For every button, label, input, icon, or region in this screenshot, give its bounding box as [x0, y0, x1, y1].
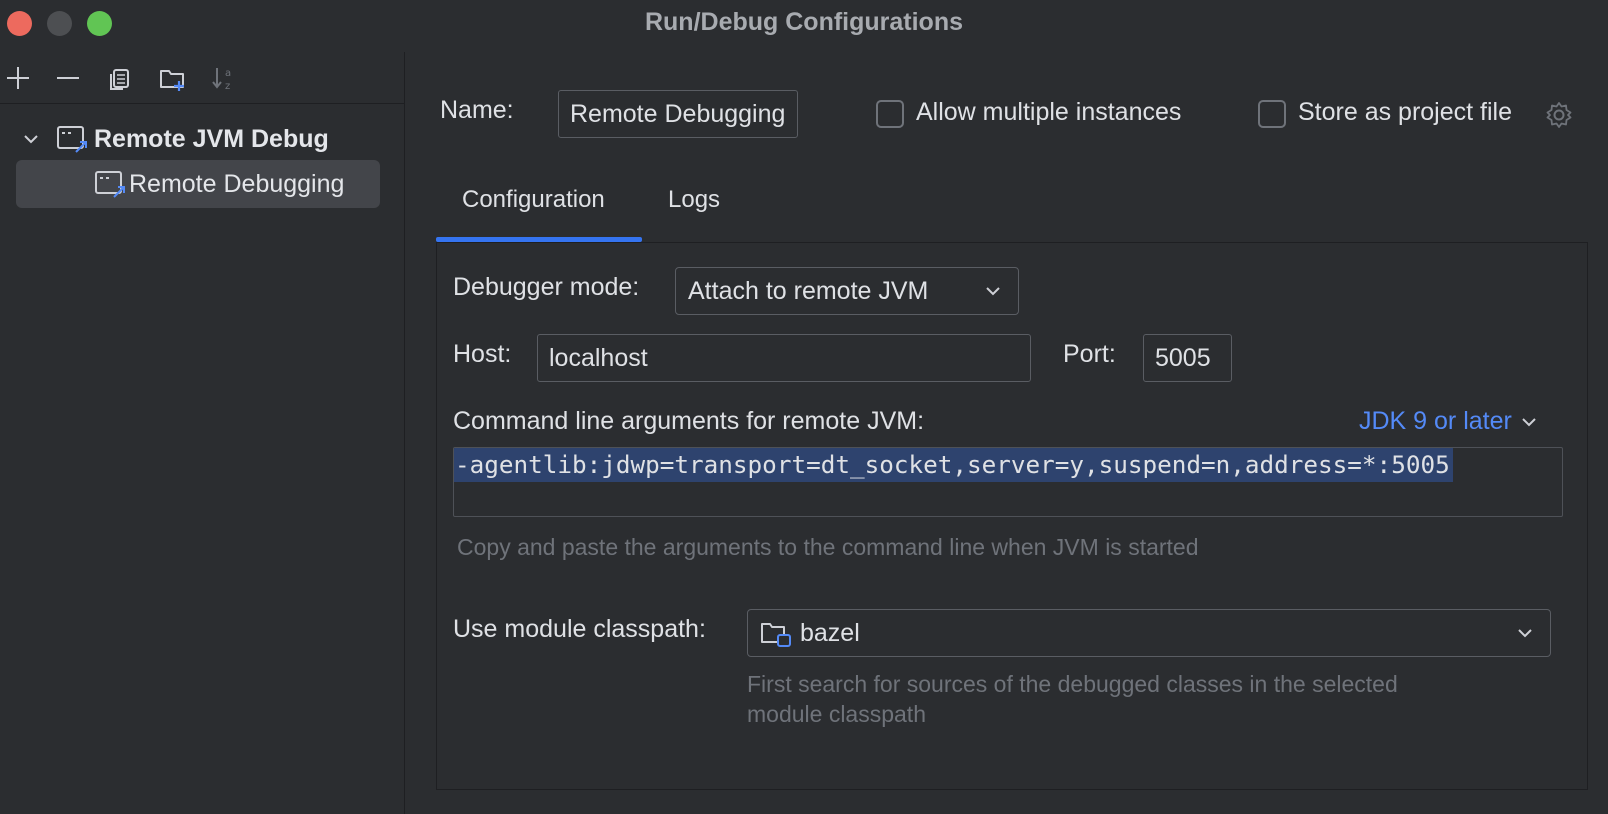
config-editor: Name: Remote Debugging Allow multiple in…: [406, 52, 1608, 814]
svg-text:a: a: [225, 68, 231, 79]
classpath-label: Use module classpath:: [453, 615, 706, 643]
tree-item-remote-debugging[interactable]: Remote Debugging: [16, 160, 380, 208]
chevron-down-icon[interactable]: [18, 126, 44, 152]
active-tab-indicator: [436, 237, 642, 242]
minus-icon[interactable]: [52, 62, 84, 94]
new-folder-icon[interactable]: [156, 62, 188, 94]
classpath-hint-line1: First search for sources of the debugged…: [747, 671, 1398, 697]
tab-logs[interactable]: Logs: [668, 186, 721, 213]
jdk-version-value: JDK 9 or later: [1359, 407, 1512, 435]
gear-icon[interactable]: [1544, 100, 1574, 130]
debugger-mode-dropdown[interactable]: Attach to remote JVM: [675, 267, 1019, 315]
tab-configuration[interactable]: Configuration: [462, 186, 605, 213]
remote-debug-config-icon: [94, 169, 128, 199]
debugger-mode-label: Debugger mode:: [453, 273, 640, 301]
tree-group-remote-jvm-debug[interactable]: Remote JVM Debug: [18, 116, 329, 162]
chevron-down-icon: [986, 287, 1000, 296]
maximize-window-button[interactable]: [87, 11, 112, 36]
allow-multiple-instances-label: Allow multiple instances: [916, 98, 1182, 126]
store-as-project-file-checkbox[interactable]: [1258, 100, 1286, 128]
close-window-button[interactable]: [7, 11, 32, 36]
classpath-hint-line2: module classpath: [747, 701, 926, 727]
title-bar: Run/Debug Configurations: [0, 0, 1608, 50]
jdk-version-dropdown[interactable]: JDK 9 or later: [1359, 407, 1540, 436]
module-classpath-dropdown[interactable]: bazel: [747, 609, 1551, 657]
tree-group-label: Remote JVM Debug: [94, 124, 329, 153]
host-input[interactable]: localhost: [537, 334, 1031, 382]
debugger-mode-value: Attach to remote JVM: [688, 276, 929, 305]
minimize-window-button[interactable]: [47, 11, 72, 36]
plus-icon[interactable]: [2, 62, 34, 94]
module-classpath-value: bazel: [800, 618, 860, 647]
svg-text:z: z: [225, 81, 230, 92]
window-title: Run/Debug Configurations: [644, 8, 964, 36]
configuration-panel: Debugger mode: Attach to remote JVM Host…: [436, 242, 1588, 790]
tree-item-label: Remote Debugging: [129, 169, 345, 198]
remote-debug-config-icon: [56, 124, 90, 154]
name-label: Name:: [440, 96, 514, 124]
name-input[interactable]: Remote Debugging: [558, 90, 798, 138]
cmd-args-selected-text: -agentlib:jdwp=transport=dt_socket,serve…: [454, 448, 1453, 482]
allow-multiple-instances-checkbox[interactable]: [876, 100, 904, 128]
port-label: Port:: [1063, 340, 1116, 368]
cmd-args-label: Command line arguments for remote JVM:: [453, 407, 925, 435]
chevron-down-icon: [1522, 417, 1536, 426]
host-label: Host:: [453, 340, 512, 368]
module-folder-icon: [761, 623, 791, 647]
chevron-down-icon: [1518, 629, 1532, 638]
store-as-project-file-label: Store as project file: [1298, 98, 1512, 126]
cmd-args-textarea[interactable]: -agentlib:jdwp=transport=dt_socket,serve…: [453, 447, 1563, 517]
cmd-args-hint: Copy and paste the arguments to the comm…: [457, 534, 1199, 560]
copy-icon[interactable]: [104, 62, 136, 94]
port-input[interactable]: 5005: [1143, 334, 1232, 382]
